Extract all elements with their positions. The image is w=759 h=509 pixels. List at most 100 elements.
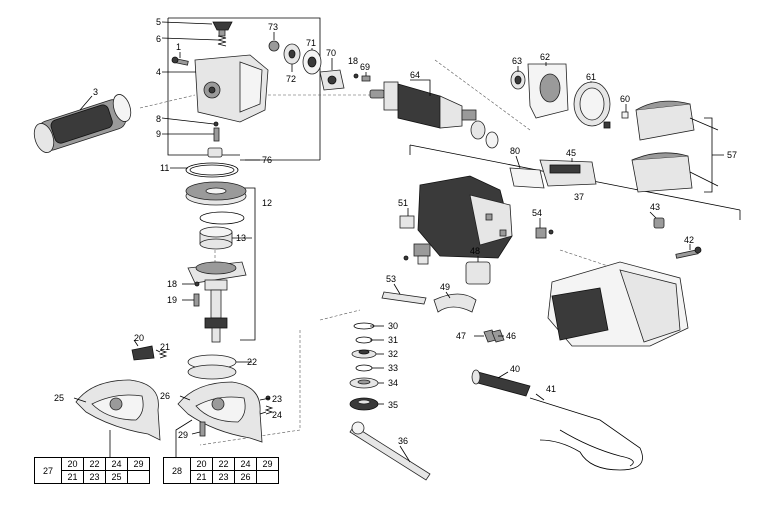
label-5: 5 — [156, 17, 161, 27]
label-30: 30 — [388, 321, 398, 331]
screw-29 — [199, 421, 206, 437]
label-76: 76 — [262, 155, 272, 165]
guard-26 — [177, 381, 263, 443]
side-handle — [33, 94, 132, 153]
flange-34 — [349, 377, 379, 389]
kit-27-cell: 20 — [61, 457, 84, 471]
label-1: 1 — [176, 42, 181, 52]
bracket-57 — [704, 117, 724, 193]
ring-33 — [355, 364, 373, 372]
label-24: 24 — [272, 410, 282, 420]
label-33: 33 — [388, 363, 398, 373]
label-31: 31 — [388, 335, 398, 345]
cable-protector-40 — [471, 369, 531, 397]
label-20: 20 — [134, 333, 144, 343]
label-46: 46 — [506, 331, 516, 341]
spindle — [204, 289, 228, 343]
label-71: 71 — [306, 38, 316, 48]
lock-button — [212, 21, 233, 37]
kit-28-cell: 20 — [190, 457, 213, 471]
kit-28-cell: 22 — [212, 457, 235, 471]
part-number-labels: 5 6 1 4 3 8 9 11 76 12 13 18 19 20 21 22… — [54, 17, 737, 446]
spring-24 — [264, 405, 274, 415]
fan-baffle-62 — [527, 63, 569, 119]
label-18-left: 18 — [167, 279, 177, 289]
kit-28-cell: 29 — [256, 457, 279, 471]
spring-21 — [158, 349, 168, 359]
snap-ring — [199, 211, 245, 225]
plate-70 — [319, 69, 345, 91]
label-51: 51 — [398, 198, 408, 208]
guard-25 — [75, 379, 161, 441]
kit-27-cell — [127, 470, 150, 484]
plate-53 — [381, 291, 427, 305]
nut-35 — [349, 397, 379, 411]
label-6: 6 — [156, 34, 161, 44]
guide-flange — [319, 309, 361, 321]
label-69: 69 — [360, 62, 370, 72]
bracket-gearhead — [168, 17, 321, 160]
guard-ring-22 — [187, 354, 237, 380]
bushing — [207, 147, 223, 158]
label-45: 45 — [566, 148, 576, 158]
label-12: 12 — [262, 198, 272, 208]
label-64: 64 — [410, 70, 420, 80]
o-ring-11 — [185, 162, 239, 178]
kit-27-cell: 22 — [83, 457, 106, 471]
motor-housing-37 — [417, 175, 513, 259]
bearing-13 — [199, 226, 233, 250]
kit-28-cell: 24 — [234, 457, 257, 471]
bracket-12 — [240, 187, 256, 341]
kit-28-cell — [256, 470, 279, 484]
screw-1 — [171, 56, 189, 66]
bearing-flange — [187, 261, 247, 291]
part-43 — [653, 217, 665, 229]
part-54 — [535, 227, 554, 239]
rear-housing — [547, 261, 689, 347]
label-57: 57 — [727, 150, 737, 160]
cable-41 — [529, 397, 643, 471]
label-37: 37 — [574, 192, 584, 202]
flange-32 — [351, 349, 377, 359]
label-29: 29 — [178, 430, 188, 440]
guide-guard — [199, 330, 301, 446]
label-42: 42 — [684, 235, 694, 245]
part-60a — [603, 121, 611, 129]
field-coil-57 — [631, 100, 719, 193]
label-18-right: 18 — [348, 56, 358, 66]
brush-ring-61 — [573, 81, 611, 127]
part-60b — [621, 111, 629, 119]
spanner-36 — [349, 421, 431, 481]
kit-27-cell: 21 — [61, 470, 84, 484]
bearing-63 — [510, 70, 526, 90]
label-4: 4 — [156, 67, 161, 77]
part-18b — [353, 73, 359, 79]
ring-31 — [355, 336, 373, 344]
part-51 — [399, 215, 415, 229]
spring-6 — [217, 35, 227, 47]
label-61: 61 — [586, 72, 596, 82]
label-22: 22 — [247, 357, 257, 367]
kit-27-cell: 25 — [105, 470, 128, 484]
label-13: 13 — [236, 233, 246, 243]
label-49: 49 — [440, 282, 450, 292]
label-25: 25 — [54, 393, 64, 403]
lever-20 — [131, 345, 155, 361]
label-8: 8 — [156, 114, 161, 124]
kit-28-cell: 21 — [190, 470, 213, 484]
screw-69 — [361, 75, 371, 82]
washer-8 — [213, 121, 219, 127]
part-73 — [268, 40, 280, 52]
label-80: 80 — [510, 146, 520, 156]
label-60: 60 — [620, 94, 630, 104]
label-43: 43 — [650, 202, 660, 212]
label-35: 35 — [388, 400, 398, 410]
o-ring-11-inner — [189, 164, 235, 176]
pin-9 — [213, 127, 220, 142]
kit-27-cell: 24 — [105, 457, 128, 471]
armature-64 — [369, 81, 499, 149]
label-48: 48 — [470, 246, 480, 256]
label-73: 73 — [268, 22, 278, 32]
label-23: 23 — [272, 394, 282, 404]
kit-28-cell: 23 — [212, 470, 235, 484]
